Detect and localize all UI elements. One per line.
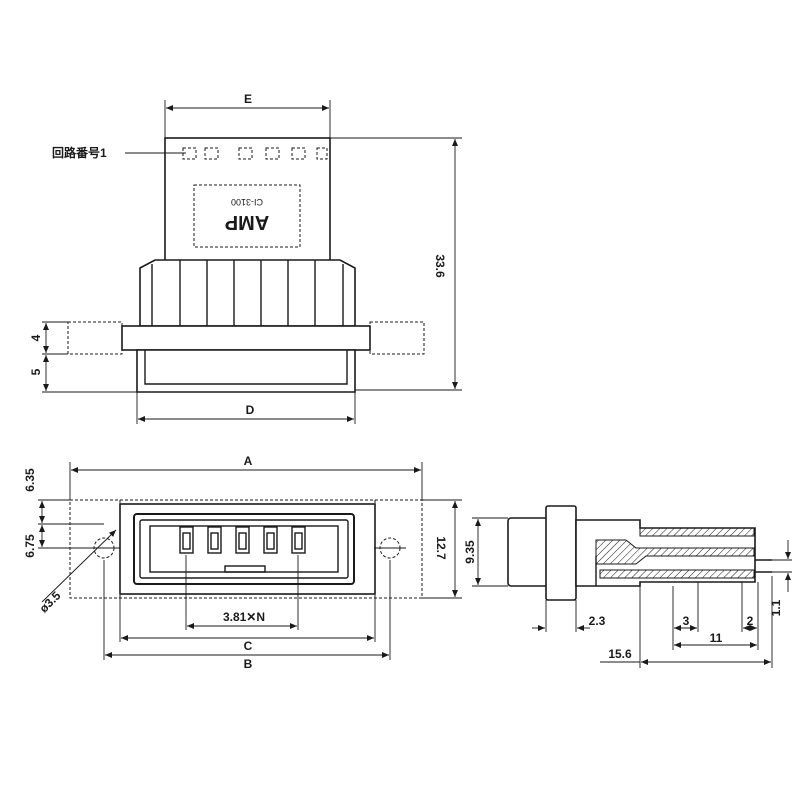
brand-mark: AMP [225, 211, 269, 233]
front-elevation-view: AMP CI-3100 E 回路番号1 [29, 92, 462, 424]
dim-935-label: 9.35 [463, 540, 477, 564]
cavity-row [182, 147, 328, 160]
side-nose [507, 517, 549, 587]
dim-lower-label: 5 [29, 368, 43, 375]
dim-675-label: 6.75 [23, 534, 37, 558]
dim-127-label: 12.7 [434, 536, 448, 560]
dim-635-label: 6.35 [23, 468, 37, 492]
panel-right [369, 321, 425, 355]
dim-11b-label: 1.1 [769, 599, 783, 616]
mating-face-view: A 6.35 6.75 ø3.5 3.81✕N C B 12.7 [23, 454, 462, 671]
dim-pitch-label: 3.81✕N [223, 610, 265, 624]
dim-d-label: D [246, 403, 255, 417]
panel-cutout [69, 499, 423, 599]
dim-height-label: 33.6 [433, 254, 447, 278]
dim-23-label: 2.3 [589, 614, 606, 628]
ribbed-body [139, 259, 356, 327]
dim-b-label: B [244, 657, 253, 671]
contact-section [595, 539, 755, 565]
part-code: CI-3100 [231, 197, 263, 207]
dim-c-label: C [244, 639, 253, 653]
circuit-number-label: 回路番号1 [52, 145, 107, 160]
dim-11-label: 11 [710, 631, 723, 645]
side-flange [545, 505, 577, 601]
upper-wall-section [639, 527, 755, 537]
flange [121, 325, 371, 351]
panel-left [67, 321, 123, 355]
dim-a-label: A [244, 454, 253, 468]
ribs [151, 260, 344, 326]
mating-flange [119, 503, 376, 595]
key-slot [224, 565, 266, 573]
label-plate-outline [193, 184, 301, 248]
dim-3-label: 3 [683, 614, 690, 628]
dim-e-label: E [244, 92, 252, 106]
dim-156-label: 15.6 [608, 647, 632, 661]
dim-2-label: 2 [747, 614, 754, 628]
pin-row [179, 526, 306, 554]
dim-flange-label: 4 [29, 334, 43, 341]
dim-hole-label: ø3.5 [37, 588, 64, 615]
side-section-view: 9.35 2.3 3 2 11 1.1 15.6 [463, 505, 792, 668]
lower-skirt [136, 349, 356, 393]
mating-housing [133, 513, 355, 585]
lower-wall-section [599, 569, 755, 579]
